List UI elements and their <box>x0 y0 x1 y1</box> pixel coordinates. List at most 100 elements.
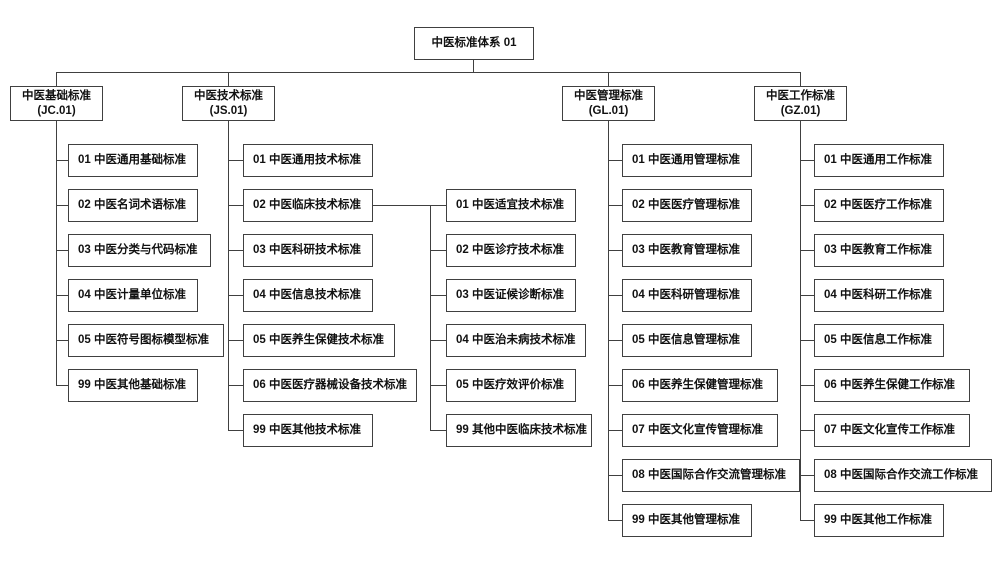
node-branch-gl-code: (GL.01) <box>588 104 629 117</box>
node-gz-item-3-label: 04 中医科研工作标准 <box>824 289 932 302</box>
node-gz-item-7[interactable]: 08 中医国际合作交流工作标准 <box>814 459 992 492</box>
node-gl-item-7[interactable]: 08 中医国际合作交流管理标准 <box>622 459 800 492</box>
node-gz-item-1-label: 02 中医医疗工作标准 <box>824 199 932 212</box>
connector-stub-gz-0 <box>800 160 814 162</box>
node-js-item-5-label: 06 中医医疗器械设备技术标准 <box>253 379 407 392</box>
node-branch-gz[interactable]: 中医工作标准 (GZ.01) <box>754 86 847 121</box>
node-js-item-4-label: 05 中医养生保健技术标准 <box>253 334 384 347</box>
connector-subbranch-link <box>373 205 431 207</box>
node-jc-item-3[interactable]: 04 中医计量单位标准 <box>68 279 198 312</box>
node-js-item-6[interactable]: 99 中医其他技术标准 <box>243 414 373 447</box>
connector-stub-sub-5 <box>430 430 446 432</box>
node-root-label: 中医标准体系 01 <box>431 37 517 50</box>
node-gz-item-0[interactable]: 01 中医通用工作标准 <box>814 144 944 177</box>
connector-stub-jc-1 <box>56 205 68 207</box>
connector-stub-gl-0 <box>608 160 622 162</box>
node-gl-item-0-label: 01 中医通用管理标准 <box>632 154 740 167</box>
connector-stub-gz-5 <box>800 385 814 387</box>
node-js-item-2[interactable]: 03 中医科研技术标准 <box>243 234 373 267</box>
connector-stub-gz-4 <box>800 340 814 342</box>
node-js-item-2-label: 03 中医科研技术标准 <box>253 244 361 257</box>
node-js-item-4[interactable]: 05 中医养生保健技术标准 <box>243 324 395 357</box>
node-gl-item-1-label: 02 中医医疗管理标准 <box>632 199 740 212</box>
node-gl-item-5[interactable]: 06 中医养生保健管理标准 <box>622 369 778 402</box>
node-gl-item-0[interactable]: 01 中医通用管理标准 <box>622 144 752 177</box>
node-sub-item-3[interactable]: 04 中医治未病技术标准 <box>446 324 586 357</box>
node-jc-item-4[interactable]: 05 中医符号图标模型标准 <box>68 324 224 357</box>
node-sub-item-0[interactable]: 01 中医适宜技术标准 <box>446 189 576 222</box>
node-gl-item-4[interactable]: 05 中医信息管理标准 <box>622 324 752 357</box>
connector-stub-sub-4 <box>430 385 446 387</box>
node-js-item-6-label: 99 中医其他技术标准 <box>253 424 361 437</box>
node-sub-item-5-label: 99 其他中医临床技术标准 <box>456 424 587 437</box>
node-js-item-0-label: 01 中医通用技术标准 <box>253 154 361 167</box>
node-gl-item-6[interactable]: 07 中医文化宣传管理标准 <box>622 414 778 447</box>
connector-stub-jc-2 <box>56 250 68 252</box>
node-gz-item-6[interactable]: 07 中医文化宣传工作标准 <box>814 414 970 447</box>
connector-stub-js-1 <box>228 205 243 207</box>
node-branch-jc-name: 中医基础标准 <box>22 90 91 103</box>
connector-root-stem <box>473 60 475 72</box>
node-gl-item-8[interactable]: 99 中医其他管理标准 <box>622 504 752 537</box>
node-branch-js-name: 中医技术标准 <box>194 90 263 103</box>
node-sub-item-2-label: 03 中医证候诊断标准 <box>456 289 564 302</box>
node-gz-item-2[interactable]: 03 中医教育工作标准 <box>814 234 944 267</box>
node-gz-item-0-label: 01 中医通用工作标准 <box>824 154 932 167</box>
node-sub-item-4[interactable]: 05 中医疗效评价标准 <box>446 369 576 402</box>
connector-stub-gl-2 <box>608 250 622 252</box>
node-jc-item-5[interactable]: 99 中医其他基础标准 <box>68 369 198 402</box>
node-jc-item-0[interactable]: 01 中医通用基础标准 <box>68 144 198 177</box>
node-sub-item-1[interactable]: 02 中医诊疗技术标准 <box>446 234 576 267</box>
connector-stub-js-3 <box>228 295 243 297</box>
connector-stub-gl-3 <box>608 295 622 297</box>
node-gz-item-5[interactable]: 06 中医养生保健工作标准 <box>814 369 970 402</box>
node-gl-item-6-label: 07 中医文化宣传管理标准 <box>632 424 763 437</box>
node-sub-item-5[interactable]: 99 其他中医临床技术标准 <box>446 414 592 447</box>
node-gz-item-1[interactable]: 02 中医医疗工作标准 <box>814 189 944 222</box>
node-jc-item-2[interactable]: 03 中医分类与代码标准 <box>68 234 211 267</box>
connector-stub-jc-4 <box>56 340 68 342</box>
connector-stub-sub-0 <box>430 205 446 207</box>
node-branch-gl-name: 中医管理标准 <box>574 90 643 103</box>
node-root[interactable]: 中医标准体系 01 <box>414 27 534 60</box>
connector-stub-gl-8 <box>608 520 622 522</box>
node-js-item-0[interactable]: 01 中医通用技术标准 <box>243 144 373 177</box>
node-gz-item-4[interactable]: 05 中医信息工作标准 <box>814 324 944 357</box>
node-gz-item-4-label: 05 中医信息工作标准 <box>824 334 932 347</box>
node-jc-item-1[interactable]: 02 中医名词术语标准 <box>68 189 198 222</box>
connector-subbranch-trunk <box>430 205 432 431</box>
connector-stub-gl-4 <box>608 340 622 342</box>
connector-stub-js-6 <box>228 430 243 432</box>
node-gl-item-5-label: 06 中医养生保健管理标准 <box>632 379 763 392</box>
connector-stub-gz-8 <box>800 520 814 522</box>
connector-drop-gz <box>800 72 802 86</box>
node-js-item-5[interactable]: 06 中医医疗器械设备技术标准 <box>243 369 417 402</box>
node-js-item-3[interactable]: 04 中医信息技术标准 <box>243 279 373 312</box>
node-gl-item-3[interactable]: 04 中医科研管理标准 <box>622 279 752 312</box>
node-gl-item-1[interactable]: 02 中医医疗管理标准 <box>622 189 752 222</box>
node-gl-item-7-label: 08 中医国际合作交流管理标准 <box>632 469 786 482</box>
node-gl-item-2[interactable]: 03 中医教育管理标准 <box>622 234 752 267</box>
node-sub-item-2[interactable]: 03 中医证候诊断标准 <box>446 279 576 312</box>
connector-stub-sub-1 <box>430 250 446 252</box>
connector-level2-bus <box>56 72 801 74</box>
node-sub-item-4-label: 05 中医疗效评价标准 <box>456 379 564 392</box>
connector-trunk-gz <box>800 121 802 521</box>
node-gz-item-8-label: 99 中医其他工作标准 <box>824 514 932 527</box>
node-js-item-1[interactable]: 02 中医临床技术标准 <box>243 189 373 222</box>
node-branch-jc[interactable]: 中医基础标准 (JC.01) <box>10 86 103 121</box>
node-gz-item-6-label: 07 中医文化宣传工作标准 <box>824 424 955 437</box>
node-branch-jc-code: (JC.01) <box>37 104 76 117</box>
node-branch-js[interactable]: 中医技术标准 (JS.01) <box>182 86 275 121</box>
node-gl-item-8-label: 99 中医其他管理标准 <box>632 514 740 527</box>
node-jc-item-0-label: 01 中医通用基础标准 <box>78 154 186 167</box>
node-branch-gl[interactable]: 中医管理标准 (GL.01) <box>562 86 655 121</box>
node-gz-item-3[interactable]: 04 中医科研工作标准 <box>814 279 944 312</box>
connector-stub-gl-6 <box>608 430 622 432</box>
connector-trunk-js <box>228 121 230 431</box>
connector-stub-gz-7 <box>800 475 814 477</box>
node-branch-gz-name: 中医工作标准 <box>766 90 835 103</box>
connector-stub-gl-1 <box>608 205 622 207</box>
node-gz-item-8[interactable]: 99 中医其他工作标准 <box>814 504 944 537</box>
